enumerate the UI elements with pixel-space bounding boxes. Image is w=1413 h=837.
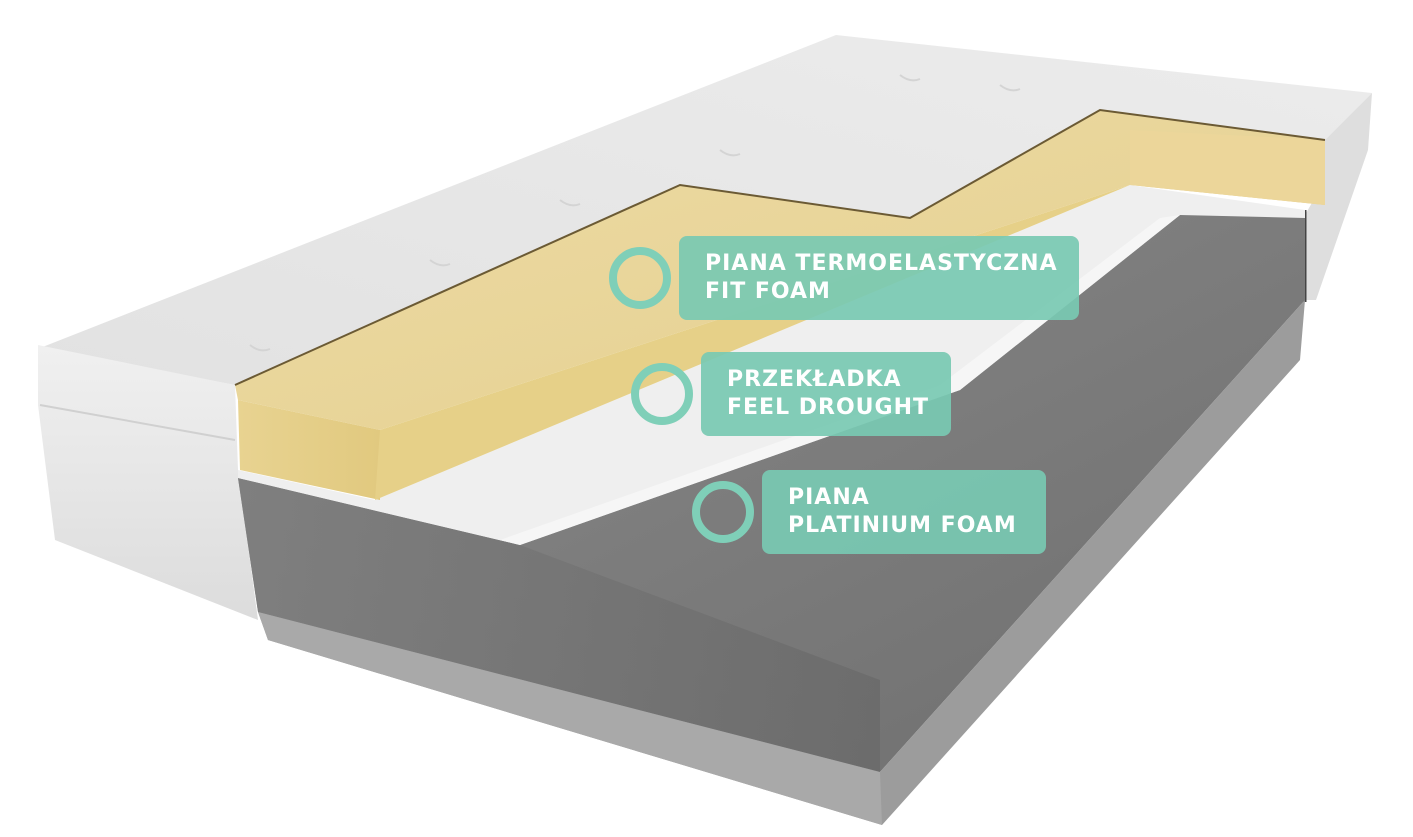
- callout-line-1: PRZEKŁADKA: [727, 367, 902, 392]
- circle-marker-icon: [692, 481, 754, 543]
- cover-end-side: [38, 345, 258, 620]
- platinium-foam-front: [238, 478, 880, 772]
- callout-line-1: PIANA TERMOELASTYCZNA: [705, 251, 1058, 276]
- circle-marker-icon: [609, 247, 671, 309]
- cover-right-side: [1305, 93, 1372, 300]
- cover-top: [40, 35, 1372, 385]
- callout-line-2: PLATINIUM FOAM: [788, 513, 1017, 538]
- callout-line-2: FIT FOAM: [705, 279, 831, 304]
- circle-marker-icon: [631, 363, 693, 425]
- callout-line-1: PIANA: [788, 485, 870, 510]
- fit-foam-front: [238, 400, 380, 500]
- callout-label-box: PIANA PLATINIUM FOAM: [762, 470, 1046, 554]
- callout-line-2: FEEL DROUGHT: [727, 395, 930, 420]
- callout-label-box: PRZEKŁADKA FEEL DROUGHT: [701, 352, 951, 436]
- callout-label-box: PIANA TERMOELASTYCZNA FIT FOAM: [679, 236, 1079, 320]
